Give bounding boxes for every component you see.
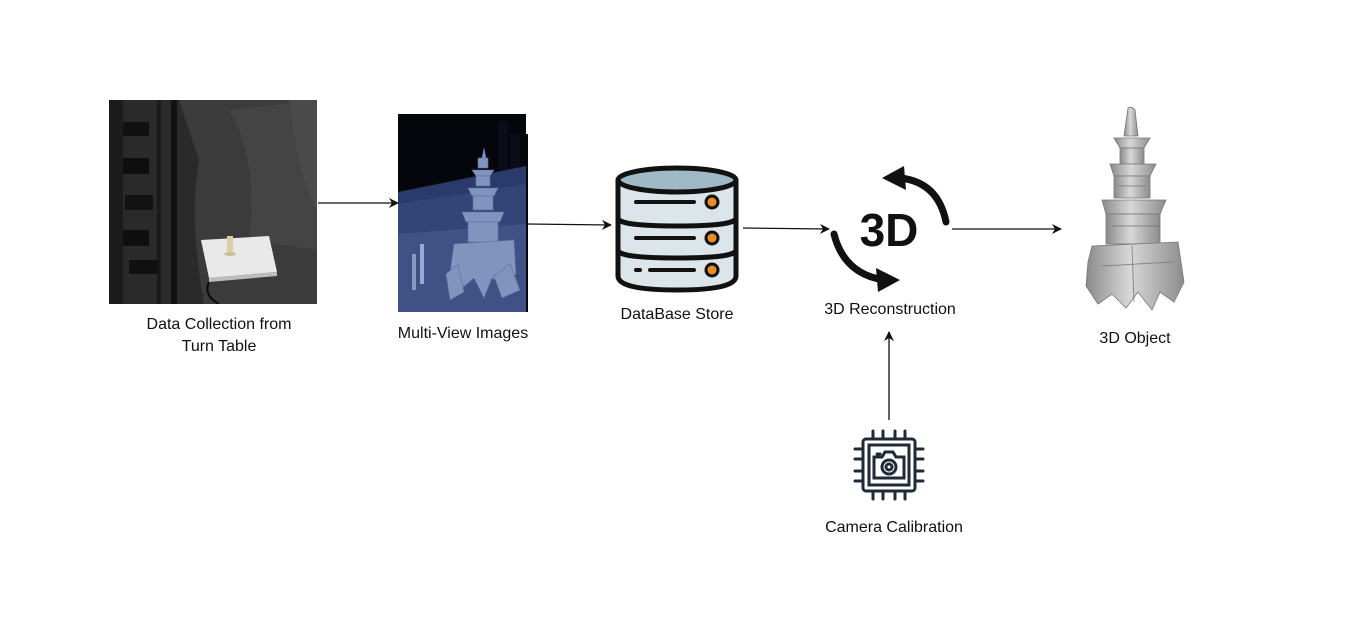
multi-view-statue-image: [398, 114, 526, 312]
3d-object-graphic: [1085, 106, 1185, 311]
reconstruction-label: 3D Reconstruction: [824, 301, 956, 318]
multi-view-images: [398, 114, 530, 314]
data-collection-label-line1: Data Collection from: [146, 316, 292, 333]
turntable-photo: [109, 100, 317, 304]
multi-view-frame-front: [398, 114, 526, 312]
data-collection-label: Data Collection from Turn Table: [119, 314, 319, 358]
data-collection-label-line2: Turn Table: [181, 338, 257, 355]
turntable-scene-image: [109, 100, 317, 304]
multi-view-label: Multi-View Images: [397, 325, 529, 342]
database-icon-graphic: [615, 165, 739, 293]
database-icon: [614, 164, 740, 294]
camera-chip-icon: [853, 429, 925, 501]
arrow-database-to-reconstruction: [742, 223, 830, 234]
3d-rotate-icon-graphic: 3D: [830, 166, 950, 292]
3d-rotate-icon: 3D: [826, 164, 956, 294]
3d-object-render: [1082, 106, 1188, 312]
3d-object-label: 3D Object: [1099, 330, 1171, 347]
database-label: DataBase Store: [620, 306, 734, 323]
arrow-multiview-to-database: [526, 219, 612, 230]
3d-icon-text: 3D: [860, 204, 919, 256]
camera-chip-icon-graphic: [853, 429, 925, 501]
camera-calibration-label: Camera Calibration: [825, 519, 963, 536]
